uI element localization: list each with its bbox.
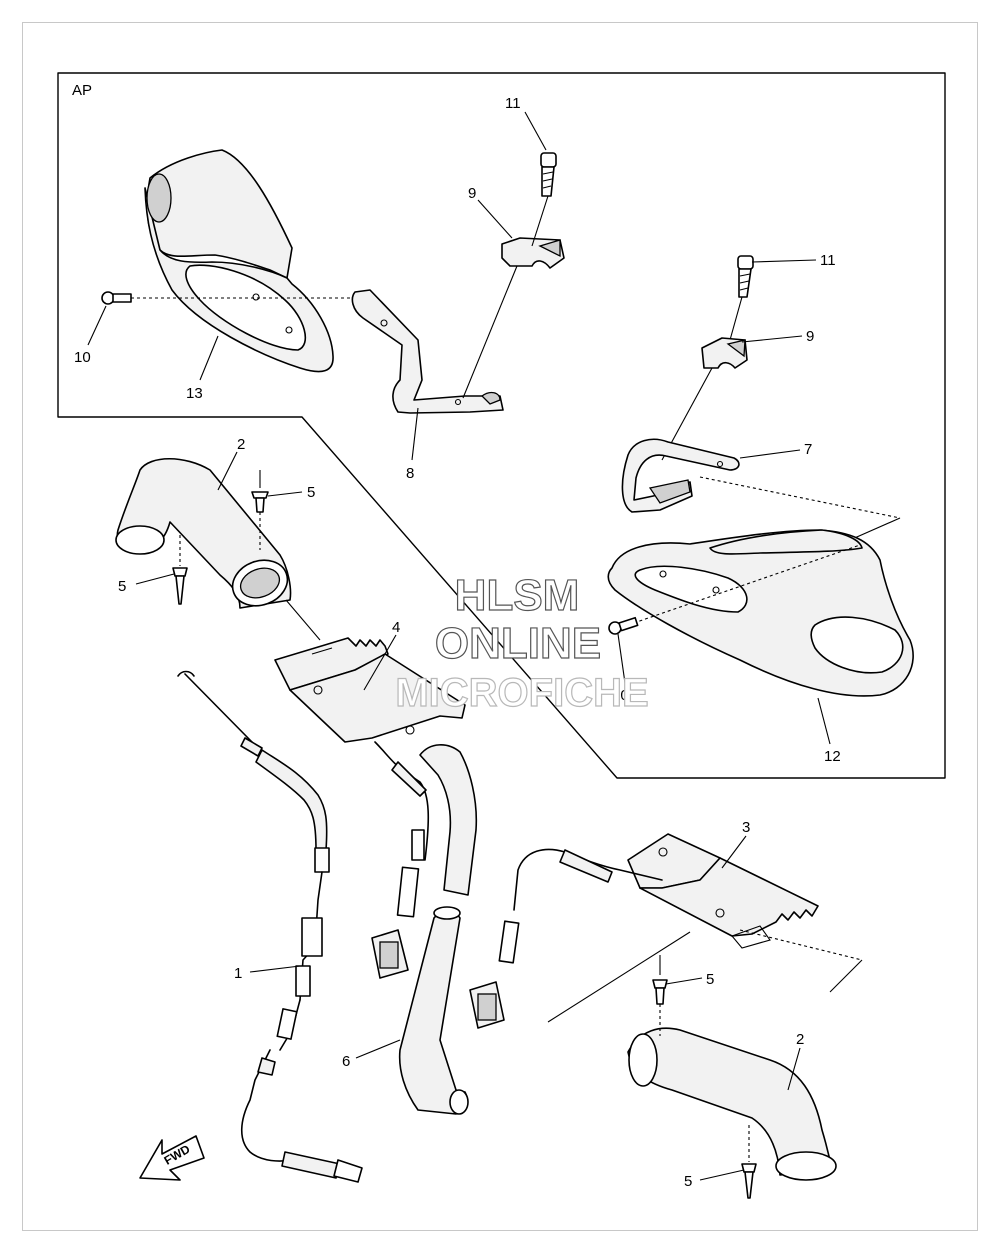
callout-5-b: 5 (118, 578, 126, 595)
rivet-5-d (741, 1163, 757, 1199)
screw-10-upper (101, 291, 132, 305)
rivet-5-c (652, 955, 668, 1005)
inset-frame (57, 72, 946, 779)
watermark: HLSM ONLINE MICROFICHE (395, 570, 650, 715)
callout-7: 7 (804, 441, 812, 458)
callout-5-a: 5 (307, 484, 315, 501)
callout-5-d: 5 (684, 1173, 692, 1190)
hand-guard-right (607, 529, 914, 697)
screw-10-right (608, 616, 639, 635)
bracket-7 (621, 438, 740, 513)
callout-2-lower: 2 (796, 1031, 804, 1048)
callout-1: 1 (234, 965, 242, 982)
rivet-5-a (251, 470, 269, 513)
fwd-arrow-icon: FWD (139, 1135, 205, 1181)
callout-13: 13 (186, 385, 203, 402)
callout-3: 3 (742, 819, 750, 836)
sensor-wire-3 (469, 848, 663, 1029)
callout-4: 4 (392, 619, 400, 636)
callout-9-upper: 9 (468, 185, 476, 202)
callout-11-upper: 11 (505, 95, 521, 112)
callout-11-right: 11 (820, 252, 836, 269)
callout-2-upper: 2 (237, 436, 245, 453)
callout-6: 6 (342, 1053, 350, 1070)
leader-lines (87, 111, 831, 1181)
sensor-bracket-3 (627, 833, 819, 949)
watermark-line-2: ONLINE (435, 619, 601, 668)
callout-9-right: 9 (806, 328, 814, 345)
inset-label: AP (72, 82, 92, 99)
sensor-cable-1 (177, 670, 363, 1183)
rivet-5-b (172, 567, 188, 605)
watermark-line-3: MICROFICHE (395, 671, 648, 715)
watermark-line-1: HLSM (455, 571, 580, 620)
bolt-11-right (737, 255, 754, 298)
duct-2-upper (115, 457, 292, 609)
clamp-9-upper (501, 237, 565, 269)
sensor-wire-4 (371, 741, 430, 979)
clamp-9-right (701, 337, 748, 369)
callout-numbers: 11 9 11 9 10 13 8 7 2 5 5 4 10 12 3 1 5 … (74, 95, 841, 1190)
callout-10-upper: 10 (74, 349, 91, 366)
bolt-11-upper (540, 152, 557, 197)
duct-2-lower (627, 1027, 837, 1181)
callout-12: 12 (824, 748, 841, 765)
callout-10-right: 10 (612, 687, 629, 704)
sensor-bracket-4 (274, 637, 466, 743)
hand-guard-left (144, 149, 334, 373)
hose-6 (398, 744, 478, 1115)
bracket-8 (351, 289, 504, 414)
callout-8: 8 (406, 465, 414, 482)
callout-5-c: 5 (706, 971, 714, 988)
